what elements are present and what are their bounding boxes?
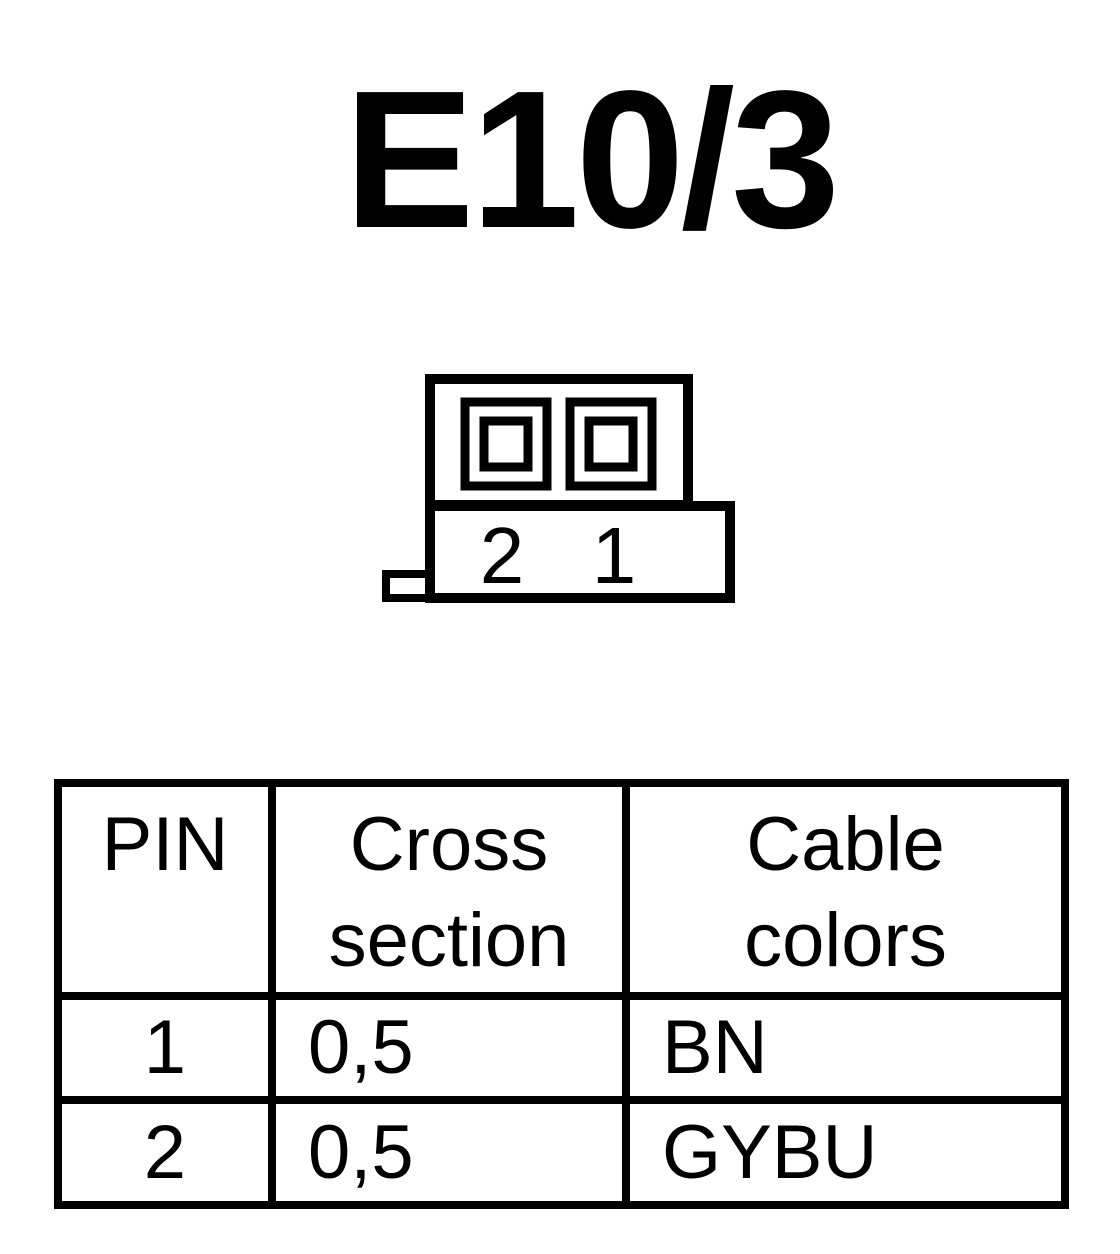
header-pin-line1: PIN [101, 802, 229, 887]
header-cable-colors-line1: Cable [746, 802, 945, 887]
connector-housing-base [425, 501, 735, 603]
table-header-row: PIN Cross section Cable colors [54, 779, 1069, 1000]
header-cross-section-line2: section [328, 898, 570, 983]
pin-label-2: 2 [480, 511, 525, 600]
row-2-cross-section: 0,5 [268, 1096, 630, 1209]
header-cross-section-line1: Cross [349, 802, 549, 887]
pin-1-cavity-inner [584, 416, 638, 472]
table-row: 1 0,5 BN [54, 991, 1069, 1105]
pin-2-cavity-inner [479, 416, 533, 472]
connector-diagram: 2 1 [382, 374, 735, 603]
row-2-cable-color: GYBU [622, 1096, 1069, 1209]
pin-1-cavity-outer [565, 397, 657, 491]
header-cross-section: Cross section [268, 779, 630, 1000]
pin-2-cavity-outer [460, 397, 552, 491]
connector-latch [382, 570, 434, 602]
table-row: 2 0,5 GYBU [54, 1096, 1069, 1209]
header-cable-colors: Cable colors [622, 779, 1069, 1000]
row-1-cable-color: BN [622, 991, 1069, 1105]
row-2-pin: 2 [54, 1096, 276, 1209]
header-pin: PIN [54, 779, 276, 1000]
row-1-cross-section: 0,5 [268, 991, 630, 1105]
pin-label-1: 1 [592, 511, 637, 600]
row-1-pin: 1 [54, 991, 276, 1105]
pin-assignment-table: PIN Cross section Cable colors 1 0,5 BN … [54, 779, 1069, 1209]
header-cable-colors-line2: colors [744, 898, 947, 983]
connector-title: E10/3 [343, 50, 840, 269]
